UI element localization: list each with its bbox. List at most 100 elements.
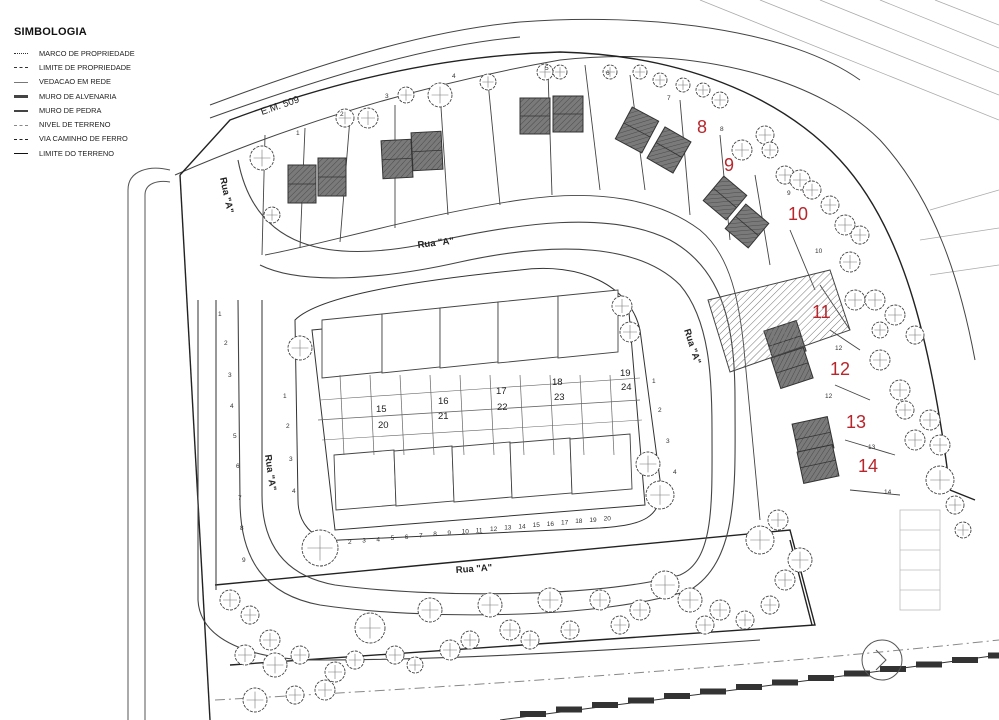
lot-number: 19 <box>620 368 631 379</box>
lot-number: 8 <box>240 525 244 532</box>
legend-item: NIVEL DE TERRENO <box>14 117 214 131</box>
legend-swatch <box>14 49 28 57</box>
lot-number: 6 <box>236 463 240 470</box>
lot-number: 10 <box>788 204 808 224</box>
lot-number: 16 <box>438 396 449 407</box>
lot-number: 20 <box>378 420 389 431</box>
legend-title: SIMBOLOGIA <box>14 26 87 38</box>
lot-11-hatched-area <box>707 269 851 373</box>
legend-item: VEDACAO EM REDE <box>14 75 214 89</box>
legend-item: MURO DE ALVENARIA <box>14 89 214 103</box>
legend-label: LIMITE DO TERRENO <box>39 148 115 158</box>
lot-number: 4 <box>230 403 234 410</box>
legend: SIMBOLOGIA MARCO DE PROPRIEDADE LIMITE DE… <box>14 26 214 160</box>
rua-a-label-right: Rua "A" <box>681 328 703 366</box>
lot-number: 8 <box>720 126 724 133</box>
lot-number: 15 <box>533 522 541 529</box>
left-lane <box>127 167 171 720</box>
lot-number: 12 <box>835 345 843 352</box>
lot-number: 3 <box>289 456 293 463</box>
lot-number: 4 <box>673 469 677 476</box>
lot-number: 13 <box>846 412 866 432</box>
lot-number: 10 <box>462 529 470 536</box>
lot-number: 17 <box>561 520 569 527</box>
lot-number: 2 <box>340 111 344 118</box>
lot-number: 11 <box>812 302 831 322</box>
lot-number: 1 <box>296 130 300 137</box>
lot-number: 24 <box>621 382 632 393</box>
rua-a-label-left: Rua "A" <box>262 454 278 492</box>
background-lines <box>699 0 999 276</box>
lot-number: 22 <box>497 402 508 413</box>
lot-number: 9 <box>724 155 734 175</box>
lot-number: 2 <box>658 407 662 414</box>
trees <box>219 63 972 713</box>
lot-number: 3 <box>362 538 366 545</box>
rua-a-label-nw: Rua "A" <box>217 176 235 214</box>
lot-number: 8 <box>433 531 437 538</box>
legend-label: MURO DE PEDRA <box>39 105 102 115</box>
lot-number: 12 <box>825 393 833 400</box>
lot-number: 7 <box>238 495 242 502</box>
lot-number: 3 <box>385 93 389 100</box>
em509-label: E.M. 509 <box>259 94 301 118</box>
lot-number: 23 <box>554 392 565 403</box>
lot-number: 3 <box>228 372 232 379</box>
central-houses <box>317 289 643 511</box>
legend-label: MARCO DE PROPRIEDADE <box>39 48 135 58</box>
lot-number: 9 <box>447 530 451 537</box>
legend-swatch <box>14 78 28 86</box>
lot-number: 18 <box>552 377 563 388</box>
legend-swatch <box>14 92 28 100</box>
lot-number: 1 <box>283 393 287 400</box>
legend-swatch <box>14 121 28 129</box>
lot-number: 2 <box>348 539 352 546</box>
legend-swatch <box>14 149 28 157</box>
lot-number: 13 <box>868 444 876 451</box>
rua-a-ring <box>197 159 761 661</box>
lot-number: 4 <box>292 488 296 495</box>
legend-swatch <box>14 135 28 143</box>
lot-number: 5 <box>545 65 549 72</box>
lot-number: 6 <box>606 70 610 77</box>
lot-number: 7 <box>667 95 671 102</box>
lot-number: 9 <box>787 190 791 197</box>
lot-number: 4 <box>376 536 380 543</box>
legend-list: MARCO DE PROPRIEDADE LIMITE DE PROPRIEDAD… <box>14 46 214 160</box>
parking-bottom-right <box>899 509 941 611</box>
rua-a-label-bottom: Rua "A" <box>455 562 492 576</box>
lot-number: 18 <box>575 518 583 525</box>
lot-number: 21 <box>438 411 449 422</box>
legend-label: NIVEL DE TERRENO <box>39 120 111 130</box>
lot-number: 10 <box>815 248 823 255</box>
lot-number: 1 <box>218 311 222 318</box>
lot-number: 9 <box>242 557 246 564</box>
legend-label: VEDACAO EM REDE <box>39 77 111 87</box>
lot-number: 12 <box>830 359 850 379</box>
legend-item: MURO DE PEDRA <box>14 103 214 117</box>
legend-swatch <box>14 106 28 114</box>
lot-number: 20 <box>604 516 612 523</box>
property-boundary <box>179 51 976 720</box>
lot-number: 8 <box>697 117 707 137</box>
lot-number: 12 <box>490 526 498 533</box>
lot-number: 2 <box>286 423 290 430</box>
lot-number: 2 <box>224 340 228 347</box>
lot-number: 17 <box>496 386 507 397</box>
lot-number: 14 <box>518 523 526 530</box>
legend-label: LIMITE DE PROPRIEDADE <box>39 62 131 72</box>
legend-item: LIMITE DO TERRENO <box>14 146 214 160</box>
legend-item: LIMITE DE PROPRIEDADE <box>14 60 214 74</box>
legend-item: MARCO DE PROPRIEDADE <box>14 46 214 60</box>
lot-number: 6 <box>405 534 409 541</box>
legend-swatch <box>14 63 28 71</box>
lot-number: 15 <box>376 404 387 415</box>
lot-number: 11 <box>476 527 483 534</box>
lot-number: 5 <box>391 535 395 542</box>
lot-number: 1 <box>652 378 656 385</box>
legend-label: VIA CAMINHO DE FERRO <box>39 134 128 144</box>
lot-number: 16 <box>547 521 555 528</box>
lot-number: 7 <box>419 533 423 540</box>
lot-number: 5 <box>233 433 237 440</box>
